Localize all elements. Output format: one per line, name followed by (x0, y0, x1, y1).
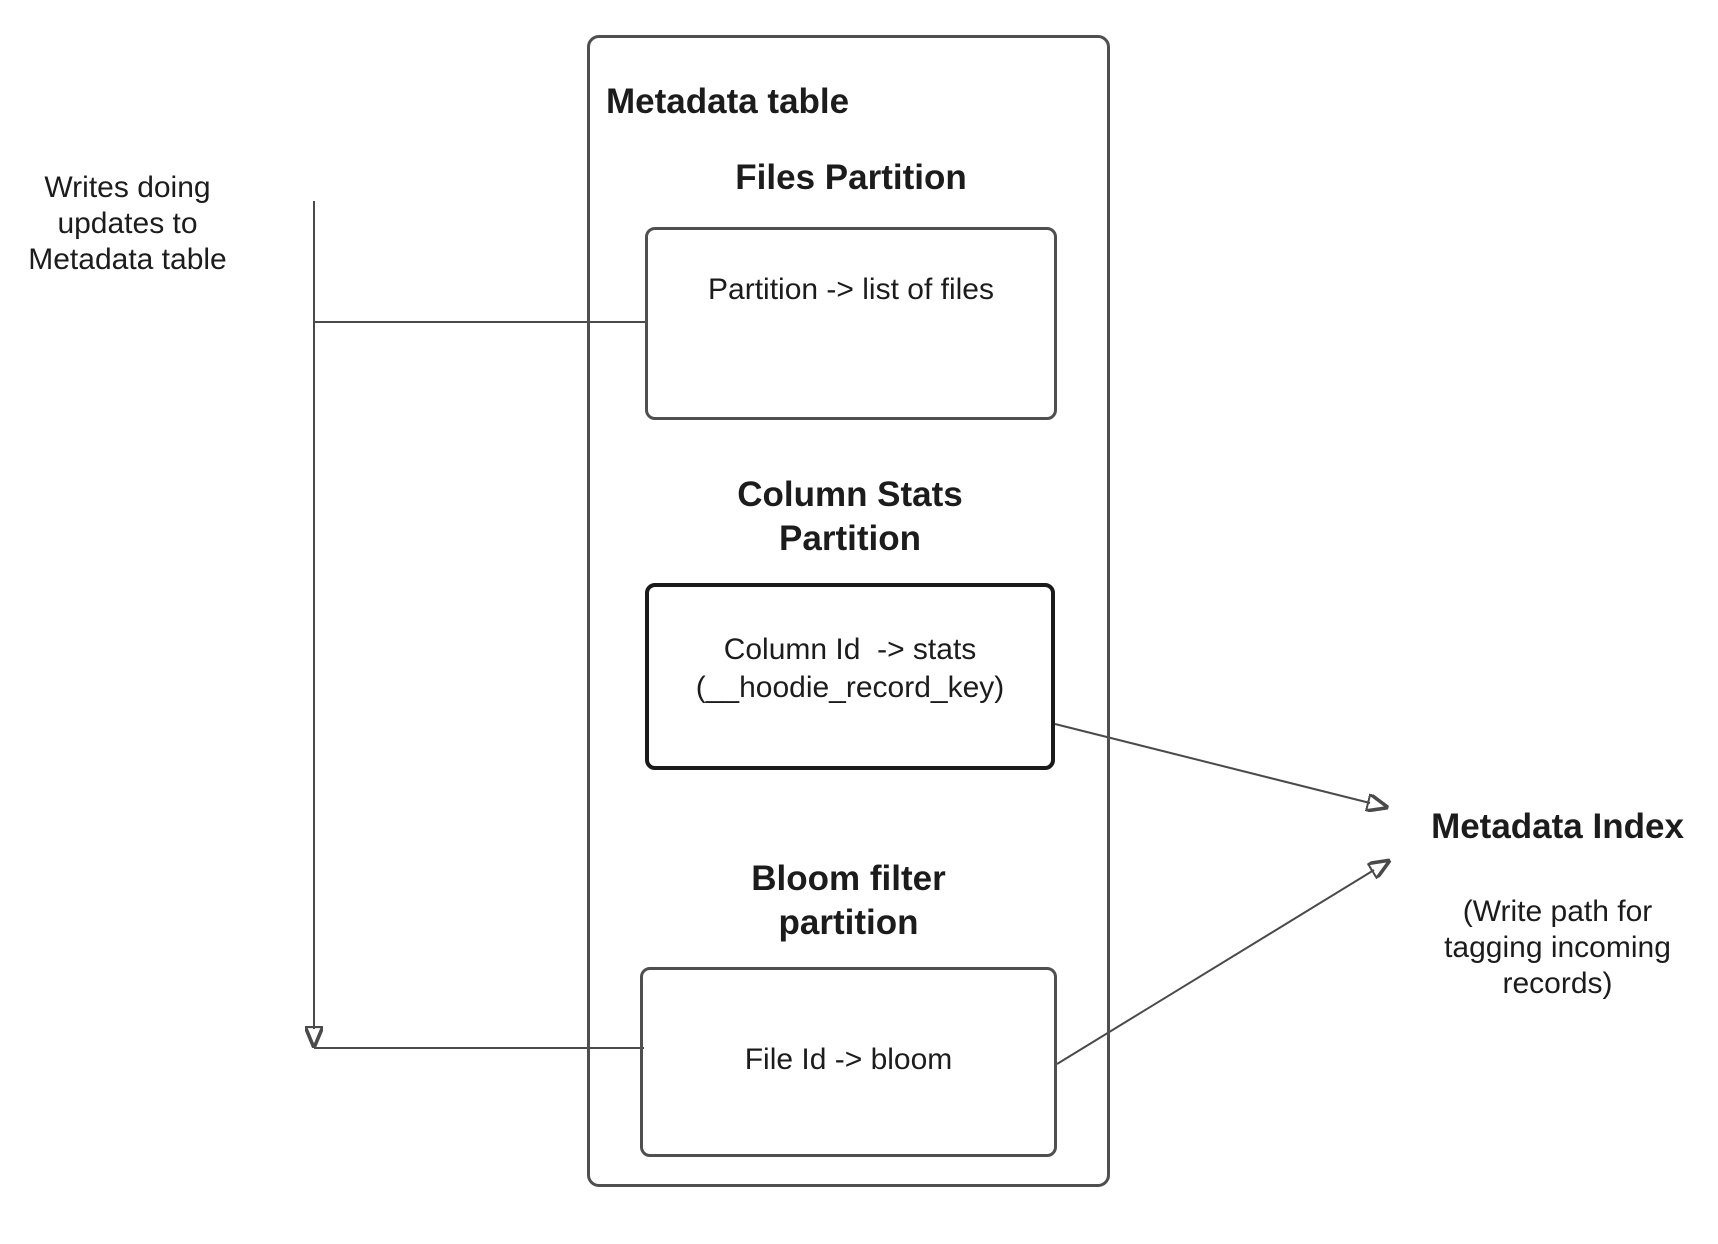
column-stats-partition-box (645, 583, 1055, 770)
metadata-table-box (587, 35, 1110, 1187)
writes-updates-label: Writes doing updates to Metadata table (28, 171, 227, 276)
bloom-filter-partition-heading: Bloom filter partition (751, 859, 946, 942)
bloom-filter-partition-content: File Id -> bloom (744, 1043, 953, 1076)
bloom-filter-partition-box (640, 967, 1057, 1157)
column-stats-partition-content: Column Id -> stats (__hoodie_record_key) (695, 633, 1005, 704)
files-partition-heading: Files Partition (735, 158, 967, 197)
files-partition-box (645, 227, 1057, 420)
metadata-index-subtitle: (Write path for tagging incoming records… (1444, 895, 1671, 1000)
metadata-table-title: Metadata table (606, 82, 850, 121)
metadata-index-title: Metadata Index (1431, 807, 1684, 846)
column-stats-partition-heading: Column Stats Partition (737, 475, 963, 558)
files-partition-content: Partition -> list of files (708, 273, 994, 306)
